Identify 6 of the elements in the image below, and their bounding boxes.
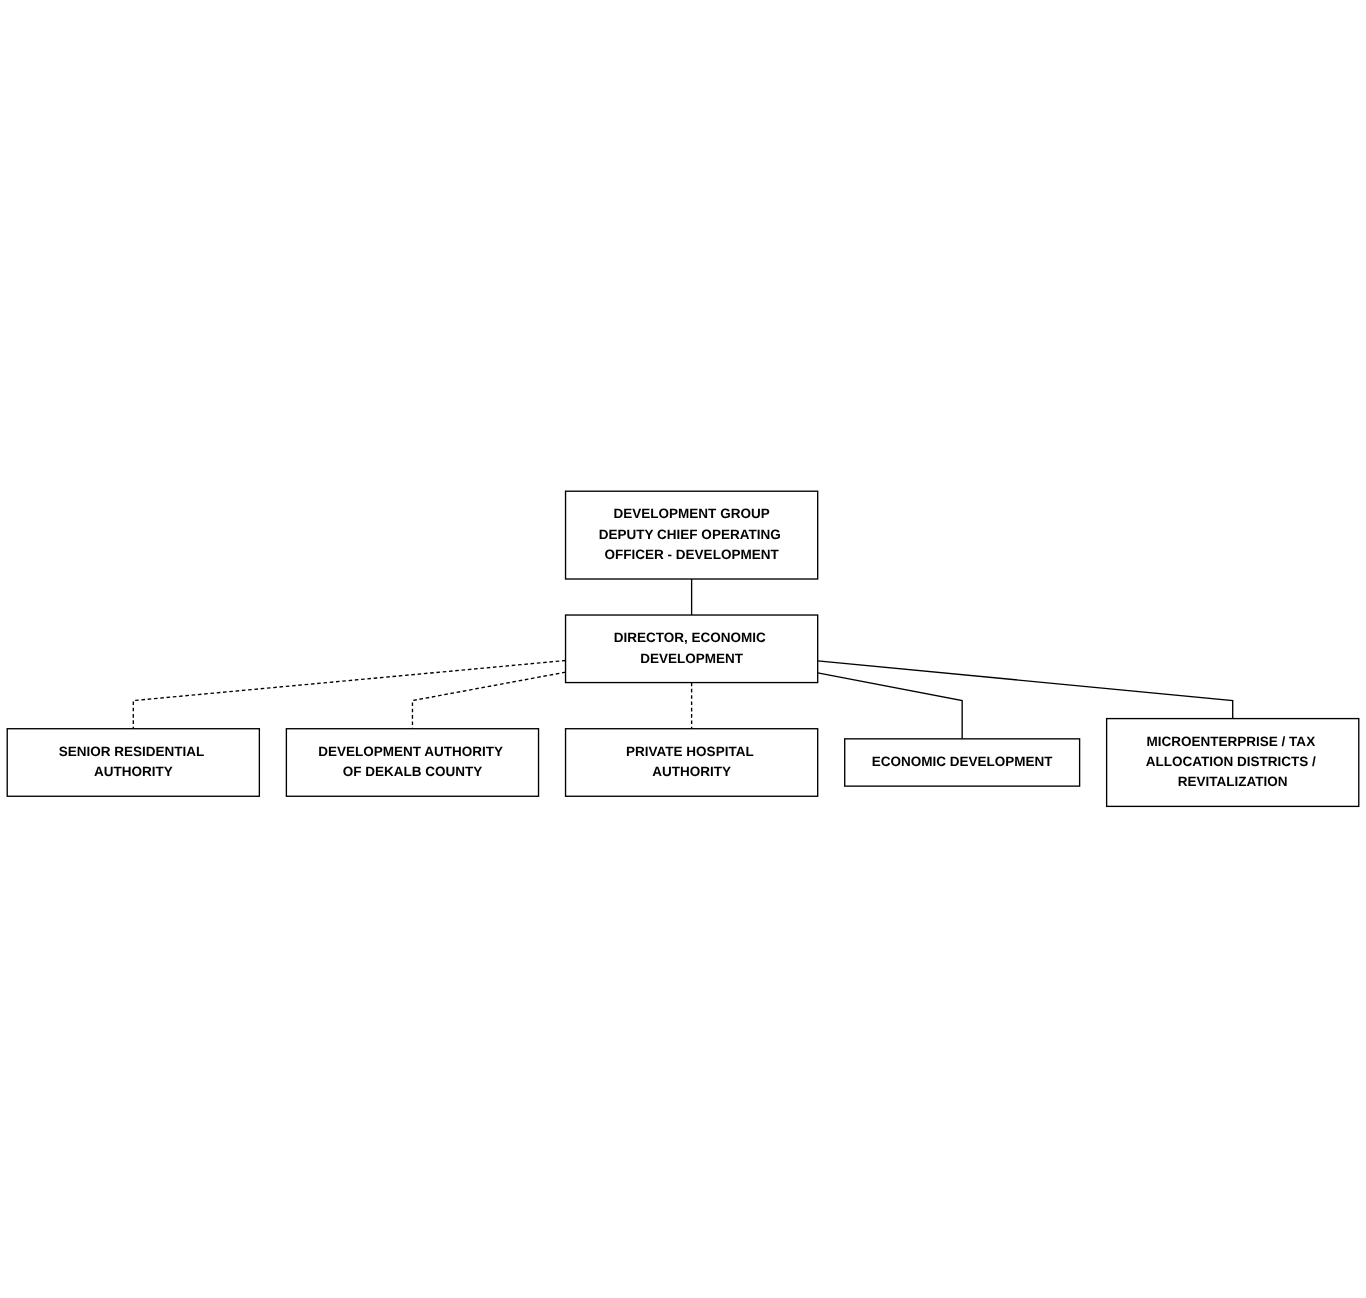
connector	[690, 682, 693, 730]
connector	[132, 660, 567, 730]
connector	[690, 578, 693, 616]
connector	[411, 671, 567, 730]
connector	[817, 660, 1234, 720]
connector	[817, 672, 963, 740]
